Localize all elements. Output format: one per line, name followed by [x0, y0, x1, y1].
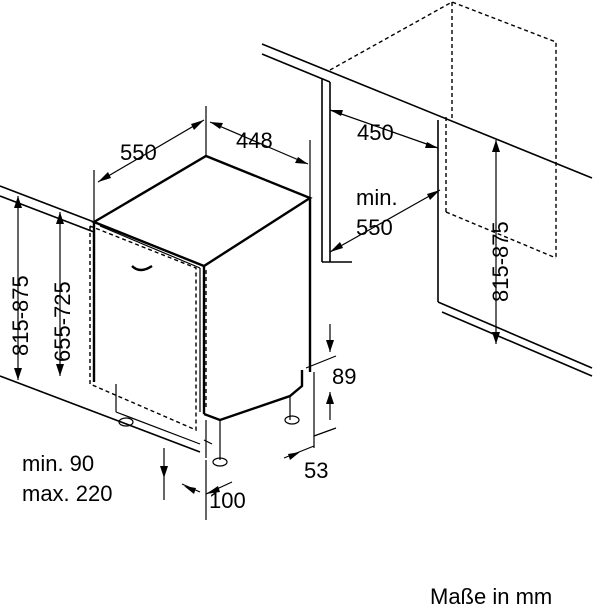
- dim-450-label: 450: [357, 120, 394, 145]
- dim-plinth-100: 100: [205, 460, 246, 520]
- niche-outline: [329, 1, 557, 259]
- dim-53-label: 53: [304, 458, 328, 483]
- dim-89-label: 89: [332, 364, 356, 389]
- decor-panel-outline: [89, 225, 207, 432]
- dim-width-550: 550: [93, 106, 207, 222]
- dim-655-725-label: 655-725: [50, 281, 75, 362]
- dim-min-550-value: 550: [356, 215, 393, 240]
- dim-depth-448: 448: [209, 121, 311, 198]
- dim-100-label: 100: [209, 488, 246, 513]
- dim-height-815-875-right: 815-875: [488, 140, 513, 344]
- dim-815-875-left-label: 815-875: [8, 275, 33, 356]
- units-caption: Maße in mm: [430, 584, 552, 609]
- dim-plinth-89: 89: [305, 324, 356, 420]
- dim-plinth-min-max: min. 90 max. 220: [22, 448, 201, 506]
- dim-448-label: 448: [236, 128, 273, 153]
- door-handle-icon: [131, 264, 153, 272]
- dim-550-label: 550: [120, 140, 157, 165]
- foot-front-left-icon: [118, 417, 134, 427]
- dim-niche-450: 450: [329, 109, 439, 149]
- dim-815-875-right-label: 815-875: [488, 221, 513, 302]
- dim-plinth-53: 53: [283, 372, 337, 483]
- foot-rear-right-icon: [284, 415, 300, 425]
- dim-min-90-label: min. 90: [22, 451, 94, 476]
- dim-height-655-725: 655-725: [50, 212, 75, 376]
- dim-niche-min-550: min. 550: [329, 185, 441, 253]
- dim-height-815-875-left: 815-875: [8, 196, 33, 380]
- dim-max-220-label: max. 220: [22, 481, 113, 506]
- dim-min-label: min.: [356, 185, 398, 210]
- appliance-body: [91, 154, 313, 467]
- foot-front-right-icon: [212, 457, 228, 467]
- countertop-lines: [0, 43, 593, 453]
